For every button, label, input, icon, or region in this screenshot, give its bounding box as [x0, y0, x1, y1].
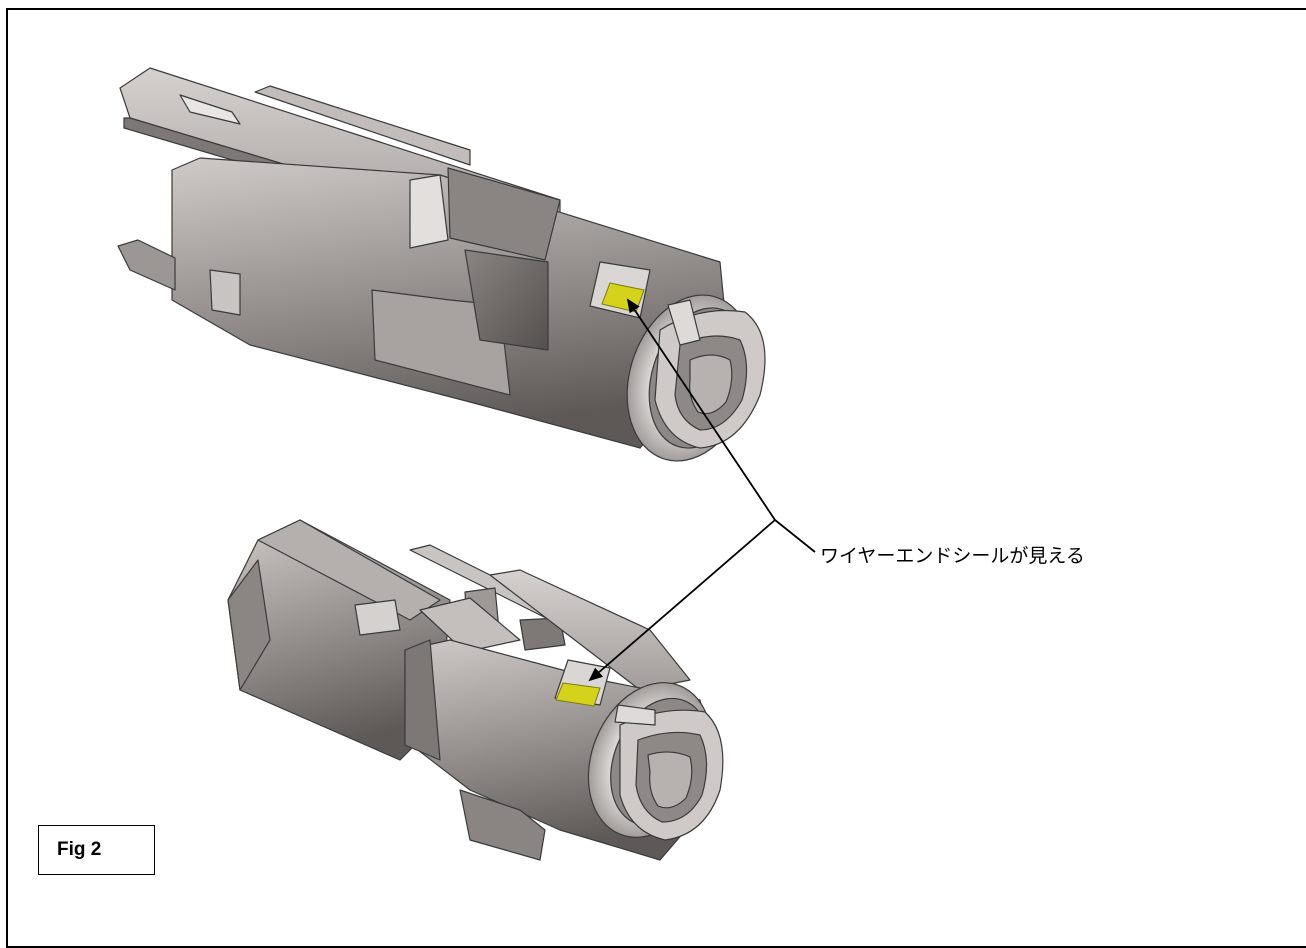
top-connector	[117, 67, 766, 462]
bottom-wire-end-seal	[555, 682, 601, 707]
callout-label: ワイヤーエンドシールが見える	[820, 545, 1085, 567]
leader-line-bottom	[588, 519, 776, 682]
leader-lines	[588, 298, 816, 682]
figure-label: Fig 2	[38, 825, 155, 875]
bottom-connector	[227, 519, 724, 861]
